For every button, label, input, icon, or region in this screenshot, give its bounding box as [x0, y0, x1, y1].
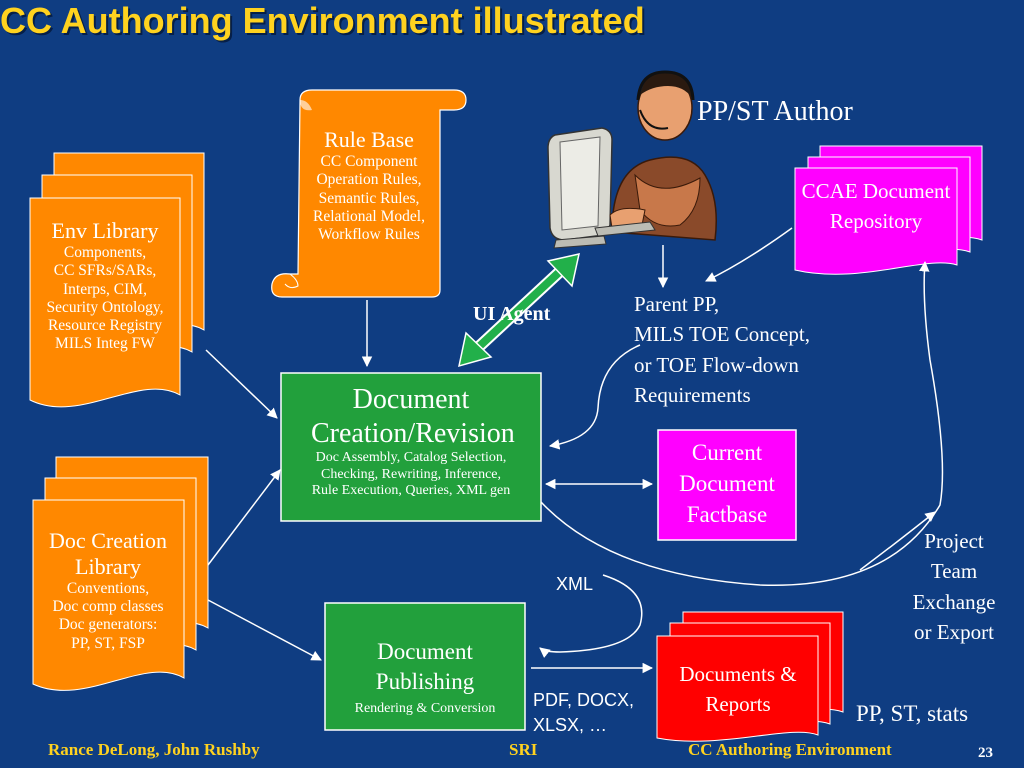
parent-pp-line: Requirements: [634, 383, 751, 408]
documents-reports-title: Documents & Reports: [679, 662, 797, 717]
person-at-computer-icon: [547, 70, 717, 249]
rule-base-line: Semantic Rules,: [318, 189, 420, 207]
rule-base-line: CC Component: [320, 152, 418, 170]
factbase-box: [657, 429, 797, 541]
doc-library-to-creation-arrow: [207, 469, 281, 566]
env-library-line: Interps, CIM,: [63, 280, 147, 298]
doc-library-to-publishing-arrow: [207, 599, 322, 661]
env-library-doc-stack: [29, 152, 205, 408]
env-library-line: Security Ontology,: [46, 298, 164, 316]
doc-publishing-box: [324, 602, 526, 731]
ui-agent-label: UI Agent: [473, 303, 551, 325]
project-team-line: Project: [924, 529, 984, 553]
parent-pp-line: Parent PP,: [634, 292, 720, 316]
formats-text: PDF, DOCX, XLSX, …: [533, 688, 634, 738]
ccae-repository-stack: [794, 145, 983, 275]
documents-reports-stack: [656, 611, 844, 742]
project-team-text: Project Team Exchange or Export: [898, 526, 1010, 648]
rule-base-title: Rule Base: [324, 127, 414, 152]
page-number: 23: [978, 745, 993, 761]
factbase-title: Current Document Factbase: [679, 440, 775, 528]
ccae-repository-title: CCAE Document Repository: [801, 179, 951, 234]
env-library-line: Components,: [63, 243, 147, 261]
rule-base-line: Operation Rules,: [316, 171, 422, 189]
parent-pp-text: Parent PP, MILS TOE Concept, or TOE Flow…: [634, 289, 810, 411]
doc-creation-box: [280, 372, 542, 522]
doc-publishing-subtitle: Rendering & Conversion: [354, 700, 496, 716]
doc-creation-library-title: Doc Creation Library: [49, 528, 167, 579]
doc-publishing-text: Document Publishing Rendering & Conversi…: [327, 637, 523, 717]
env-library-line: MILS Integ FW: [55, 335, 155, 353]
project-team-line: or Export: [914, 620, 994, 645]
doc-creation-line: Doc Assembly, Catalog Selection,: [315, 450, 507, 466]
slide-title: CC Authoring Environment illustrated: [0, 0, 645, 41]
env-library-title: Env Library: [51, 218, 159, 243]
formats-line: XLSX, …: [533, 715, 608, 736]
author-label: PP/ST Author: [697, 96, 853, 127]
arrows: [205, 227, 944, 674]
rule-base-scroll: [271, 89, 467, 298]
formats-line: PDF, DOCX,: [533, 690, 635, 710]
project-team-line: Team: [930, 559, 978, 584]
doc-creation-library-doc-stack: [32, 456, 209, 691]
doc-creation-line: Checking, Rewriting, Inference,: [321, 466, 501, 482]
doc-creation-library-line: Doc comp classes: [52, 598, 164, 616]
to-project-team-arrow: [859, 511, 936, 571]
doc-creation-library-text: Doc Creation Library Conventions, Doc co…: [30, 528, 186, 653]
doc-creation-library-line: Conventions,: [66, 579, 150, 597]
parent-to-creation-arrow: [548, 344, 641, 450]
xml-to-publishing-arrow: [539, 574, 643, 658]
env-library-to-creation-arrow: [205, 349, 278, 419]
doc-creation-title: Document Creation/Revision: [311, 384, 515, 449]
ui-agent-double-arrow: [458, 253, 580, 368]
xml-label: XML: [556, 574, 594, 594]
doc-creation-text: Document Creation/Revision Doc Assembly,…: [283, 383, 539, 500]
footer-org: SRI: [509, 740, 538, 759]
env-library-text: Env Library Components, CC SFRs/SARs, In…: [26, 218, 184, 354]
doc-creation-line: Rule Execution, Queries, XML gen: [311, 483, 511, 499]
env-library-line: Resource Registry: [47, 317, 163, 335]
repository-to-parent-arrow: [705, 227, 793, 282]
rule-base-line: Workflow Rules: [318, 226, 420, 244]
doc-creation-library-line: PP, ST, FSP: [71, 634, 145, 652]
footer-authors: Rance DeLong, John Rushby: [48, 740, 260, 759]
rule-base-line: Relational Model,: [313, 207, 425, 225]
doc-creation-library-line: Doc generators:: [58, 616, 158, 634]
parent-pp-line: or TOE Flow-down: [634, 352, 799, 377]
doc-publishing-title: Document Publishing: [375, 639, 475, 694]
project-team-line: Exchange: [912, 589, 996, 614]
env-library-line: CC SFRs/SARs,: [53, 262, 157, 280]
parent-pp-line: MILS TOE Concept,: [634, 322, 810, 347]
creation-to-repository-loop-arrow: [540, 260, 944, 587]
pp-st-stats-label: PP, ST, stats: [856, 701, 969, 726]
footer-environment: CC Authoring Environment: [688, 740, 892, 759]
rule-base-text: Rule Base CC Component Operation Rules, …: [294, 127, 444, 244]
